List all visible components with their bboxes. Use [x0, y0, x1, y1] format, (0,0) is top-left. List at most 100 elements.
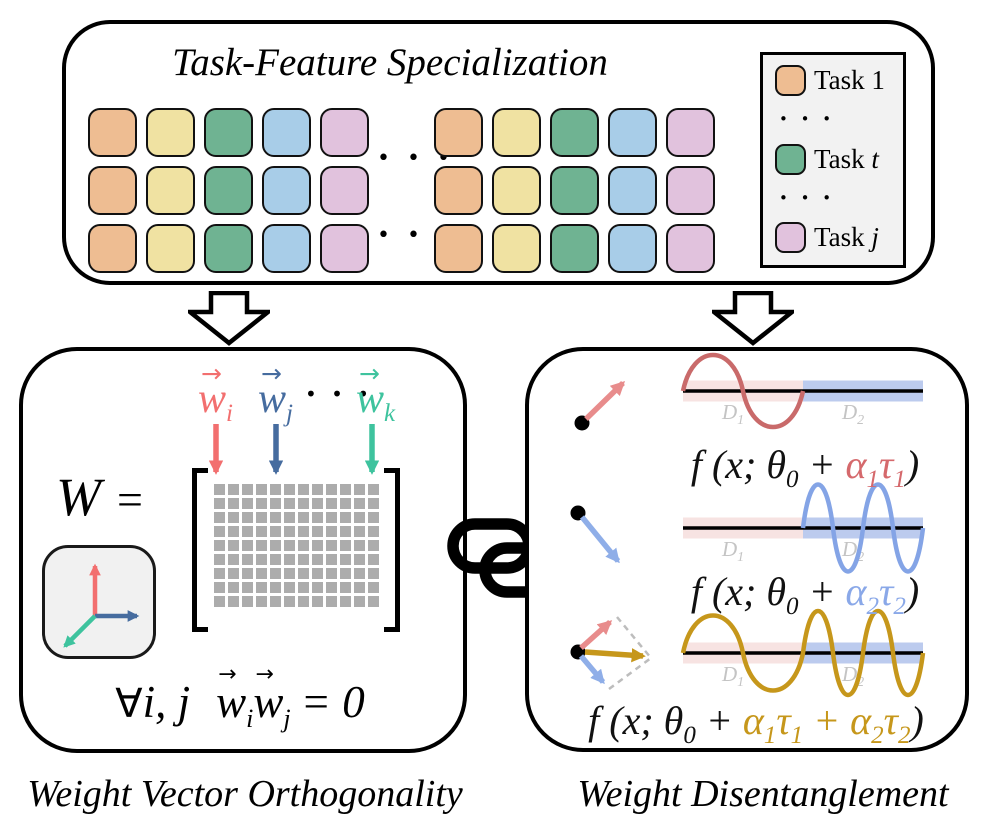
caption-orthogonality: Weight Vector Orthogonality: [27, 773, 463, 815]
formula-tau1: f (x; θ0 + α1τ1): [655, 441, 955, 492]
weight-cell: [214, 526, 225, 537]
tau1-wave: [680, 352, 806, 430]
weight-cell: [228, 582, 239, 593]
weight-cell: [326, 596, 337, 607]
domain2-label: D2: [841, 537, 864, 565]
formula-segment: 2: [893, 593, 906, 620]
weight-cell: [326, 484, 337, 495]
weight-cell: [214, 540, 225, 551]
legend-label: Task j: [814, 222, 879, 252]
weight-cell: [312, 568, 323, 579]
weight-cell: [312, 596, 323, 607]
weight-cell: [340, 582, 351, 593]
feature-square: [550, 166, 599, 215]
weight-cell: [228, 568, 239, 579]
weight-cell: [368, 512, 379, 523]
weight-cell: [270, 554, 281, 565]
feature-square: [320, 108, 369, 157]
weight-cell: [270, 596, 281, 607]
weight-cell: [270, 526, 281, 537]
feature-square: [88, 166, 137, 215]
weight-cell: [340, 540, 351, 551]
origin-dot: [574, 415, 590, 431]
w-j-term: →wj: [253, 662, 291, 733]
origin-dot: [570, 505, 586, 521]
weight-cell: [312, 582, 323, 593]
formula-segment: τ: [879, 442, 894, 487]
row1-graphic: D1 D2: [574, 352, 923, 431]
legend-label: Task t: [814, 143, 879, 174]
weight-cell: [284, 498, 295, 509]
sum-vector: [584, 648, 646, 663]
formula-segment: 2: [897, 722, 911, 749]
weight-cell: [368, 596, 379, 607]
feature-square: [320, 224, 369, 273]
weight-cell: [298, 498, 309, 509]
weight-cell: [284, 568, 295, 579]
weight-cell: [256, 568, 267, 579]
disentanglement-art: D1 D2 D1 D2 D1 D2: [570, 352, 926, 698]
weight-cell: [242, 554, 253, 565]
weight-cell: [242, 498, 253, 509]
feature-square: [434, 108, 483, 157]
formula-segment: +: [695, 698, 743, 743]
tau1-component: [579, 619, 613, 651]
weight-cell: [340, 498, 351, 509]
weight-cell: [326, 512, 337, 523]
formula-segment: f (x; θ: [690, 569, 786, 614]
domain2-label: D2: [841, 400, 864, 428]
formula-segment: ): [910, 698, 924, 743]
weight-cell: [298, 512, 309, 523]
feature-square: [204, 166, 253, 215]
weight-cell: [228, 498, 239, 509]
tau1-vector: [584, 381, 626, 421]
column-pointer-arrows: [208, 424, 380, 475]
feature-square: [320, 166, 369, 215]
formula-segment: 0: [683, 722, 696, 749]
weight-cell: [354, 582, 365, 593]
formula-segment: 2: [866, 593, 880, 620]
feature-square: [204, 224, 253, 273]
weight-cell: [228, 484, 239, 495]
weight-cell: [284, 596, 295, 607]
weight-cell: [256, 596, 267, 607]
weight-cell: [256, 498, 267, 509]
feature-square: [434, 166, 483, 215]
orthogonality-formula: ∀i, j→wi→wj= 0: [115, 662, 365, 733]
weight-cell: [284, 484, 295, 495]
weight-cell: [228, 596, 239, 607]
weight-cell: [340, 512, 351, 523]
weight-cell: [368, 498, 379, 509]
panel-title: Task-Feature Specialization: [172, 41, 608, 84]
formula-segment: α: [742, 698, 764, 743]
weight-cell: [354, 596, 365, 607]
weight-cell: [368, 554, 379, 565]
legend-ellipsis: • • •: [779, 188, 836, 207]
weight-cell: [214, 568, 225, 579]
row2-graphic: D1 D2: [570, 482, 926, 574]
feature-square: [492, 224, 541, 273]
formula-tau2: f (x; θ0 + α2τ2): [655, 568, 955, 619]
weight-cell: [354, 512, 365, 523]
weight-cell: [284, 582, 295, 593]
weight-cell: [312, 554, 323, 565]
matrix-bracket-left: [192, 468, 208, 632]
feature-square: [666, 166, 715, 215]
weight-cell: [354, 498, 365, 509]
weight-cell: [326, 526, 337, 537]
weight-cell: [228, 554, 239, 565]
weight-cell: [214, 582, 225, 593]
weight-cell: [256, 512, 267, 523]
tau2-wave: [800, 482, 926, 574]
weight-cell: [368, 484, 379, 495]
feature-square: [262, 224, 311, 273]
weight-cell: [326, 582, 337, 593]
weight-cell: [326, 498, 337, 509]
weight-cell: [354, 526, 365, 537]
feature-square: [262, 166, 311, 215]
formula-segment: 1: [790, 722, 804, 749]
feature-square: [608, 108, 657, 157]
weight-cell: [270, 512, 281, 523]
axes-icon: [42, 545, 156, 659]
formula-segment: α: [845, 442, 867, 487]
